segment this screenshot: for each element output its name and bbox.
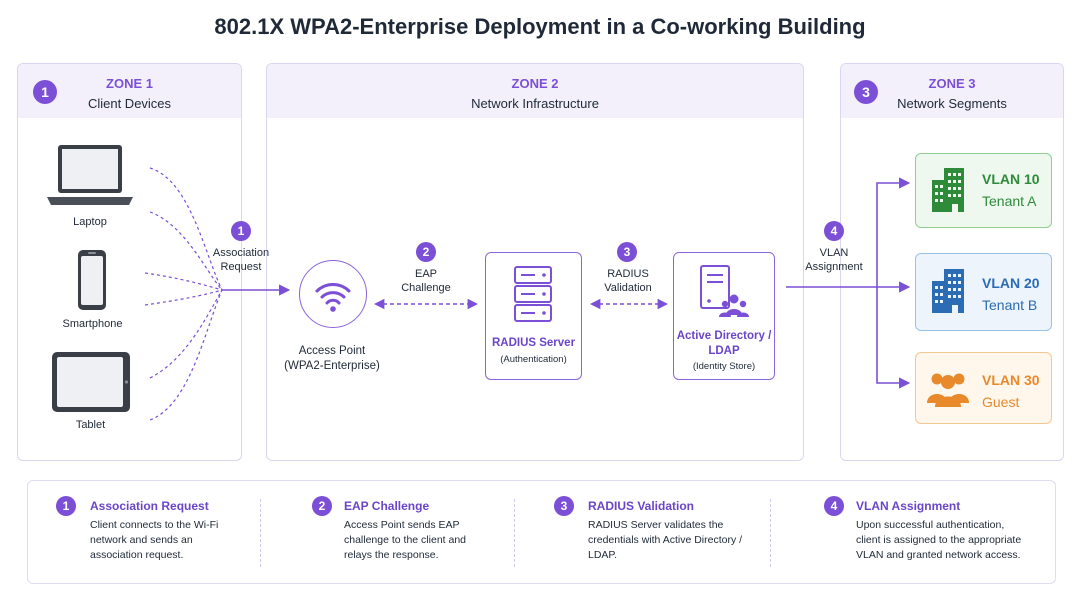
active-directory-node: Active Directory / LDAP (Identity Store) — [673, 252, 775, 380]
tablet-device: Tablet — [48, 350, 133, 440]
legend-2-title: EAP Challenge — [344, 499, 430, 513]
zone-3-header: 3 ZONE 3 Network Segments — [841, 64, 1063, 118]
legend-1-desc-line: association request. — [90, 549, 184, 561]
legend-divider — [260, 499, 261, 567]
vlan-10-box: VLAN 10 Tenant A — [915, 153, 1052, 228]
legend-3-number: 3 — [554, 496, 574, 516]
step-1-label-line2: Request — [220, 261, 262, 273]
smartphone-device: Smartphone — [55, 248, 130, 338]
zone-1-subtitle: Client Devices — [87, 96, 172, 111]
building-icon — [932, 269, 964, 313]
legend-4-desc-line: Upon successful authentication, — [856, 519, 1005, 531]
laptop-icon — [47, 145, 133, 205]
legend-4-title: VLAN Assignment — [856, 499, 961, 513]
legend-2-desc-line: relays the response. — [344, 549, 439, 561]
vlan-30-subtitle: Guest — [982, 394, 1020, 410]
legend-3-desc-line: credentials with Active Directory / — [588, 534, 743, 546]
step-2-label-line1: EAP — [414, 268, 437, 280]
zone-1-number: 1 — [33, 80, 57, 104]
legend-3-title: RADIUS Validation — [588, 499, 695, 513]
smartphone-icon — [78, 250, 106, 310]
step-2-number: 2 — [416, 242, 436, 262]
legend-divider — [514, 499, 515, 567]
step-4-label-line2: Assignment — [805, 261, 863, 273]
access-point-label-line1: Access Point — [298, 345, 366, 357]
zone-2-title: ZONE 2 — [511, 76, 559, 91]
step-1-number: 1 — [231, 221, 251, 241]
legend-3-desc-line: LDAP. — [588, 549, 617, 561]
radius-server-title: RADIUS Server — [491, 337, 576, 349]
step-3-number: 3 — [617, 242, 637, 262]
zone-1-title: ZONE 1 — [106, 76, 153, 91]
vlan-30-name: VLAN 30 — [982, 372, 1040, 388]
step-3-label-line1: RADIUS — [607, 268, 649, 280]
smartphone-label: Smartphone — [62, 318, 123, 330]
legend-1-desc-line: network and sends an — [90, 534, 193, 546]
legend-1-description: Client connects to the Wi-Fi network and… — [90, 518, 270, 563]
step-4-label-line1: VLAN — [819, 247, 849, 259]
legend-1-desc-line: Client connects to the Wi-Fi — [90, 519, 219, 531]
zone-3-title: ZONE 3 — [928, 76, 976, 91]
step-3-label-line2: Validation — [604, 282, 652, 294]
legend-3-desc-line: RADIUS Server validates the — [588, 519, 724, 531]
step-2-label-line2: Challenge — [401, 282, 451, 294]
legend-1-title: Association Request — [90, 499, 209, 513]
tablet-label: Tablet — [75, 419, 106, 431]
legend-1-number: 1 — [56, 496, 76, 516]
access-point-label-line2: (WPA2-Enterprise) — [284, 360, 380, 372]
vlan-20-name: VLAN 20 — [982, 275, 1040, 291]
vlan-20-subtitle: Tenant B — [982, 297, 1038, 313]
legend-3-description: RADIUS Server validates the credentials … — [588, 518, 778, 563]
access-point-node — [299, 260, 367, 328]
users-icon — [927, 373, 969, 407]
legend-divider — [770, 499, 771, 567]
vlan-20-box: VLAN 20 Tenant B — [915, 253, 1052, 331]
legend-4-desc-line: client is assigned to the appropriate — [856, 534, 1022, 546]
diagram-title: 802.1X WPA2-Enterprise Deployment in a C… — [214, 14, 866, 39]
legend-2-desc-line: Access Point sends EAP — [344, 519, 460, 531]
legend-4-description: Upon successful authentication, client i… — [856, 518, 1046, 563]
server-icon — [514, 266, 552, 322]
radius-server-node: RADIUS Server (Authentication) — [485, 252, 582, 380]
laptop-label: Laptop — [73, 216, 107, 228]
step-1-label-line1: Association — [212, 247, 270, 259]
step-4-number: 4 — [824, 221, 844, 241]
zone-2-header: ZONE 2 Network Infrastructure — [267, 64, 803, 118]
legend-4-desc-line: VLAN and granted network access. — [856, 549, 1021, 561]
zone-2-subtitle: Network Infrastructure — [471, 96, 599, 111]
vlan-10-subtitle: Tenant A — [982, 193, 1037, 209]
steps-legend: 1 Association Request Client connects to… — [27, 480, 1056, 584]
legend-2-description: Access Point sends EAP challenge to the … — [344, 518, 524, 563]
radius-server-subtitle: (Authentication) — [500, 354, 567, 365]
legend-4-number: 4 — [824, 496, 844, 516]
active-directory-title-line2: LDAP — [708, 345, 740, 357]
building-icon — [932, 168, 964, 212]
directory-icon — [700, 265, 749, 317]
vlan-30-box: VLAN 30 Guest — [915, 352, 1052, 424]
zone-1-header: 1 ZONE 1 Client Devices — [18, 64, 241, 118]
laptop-device: Laptop — [45, 142, 135, 232]
active-directory-subtitle: (Identity Store) — [692, 361, 756, 372]
zone-3-subtitle: Network Segments — [897, 96, 1007, 111]
legend-2-number: 2 — [312, 496, 332, 516]
active-directory-title-line1: Active Directory / — [676, 330, 772, 342]
tablet-icon — [52, 352, 130, 412]
wifi-icon — [315, 283, 351, 312]
zone-3-number: 3 — [854, 80, 878, 104]
vlan-10-name: VLAN 10 — [982, 171, 1040, 187]
legend-2-desc-line: challenge to the client and — [344, 534, 467, 546]
